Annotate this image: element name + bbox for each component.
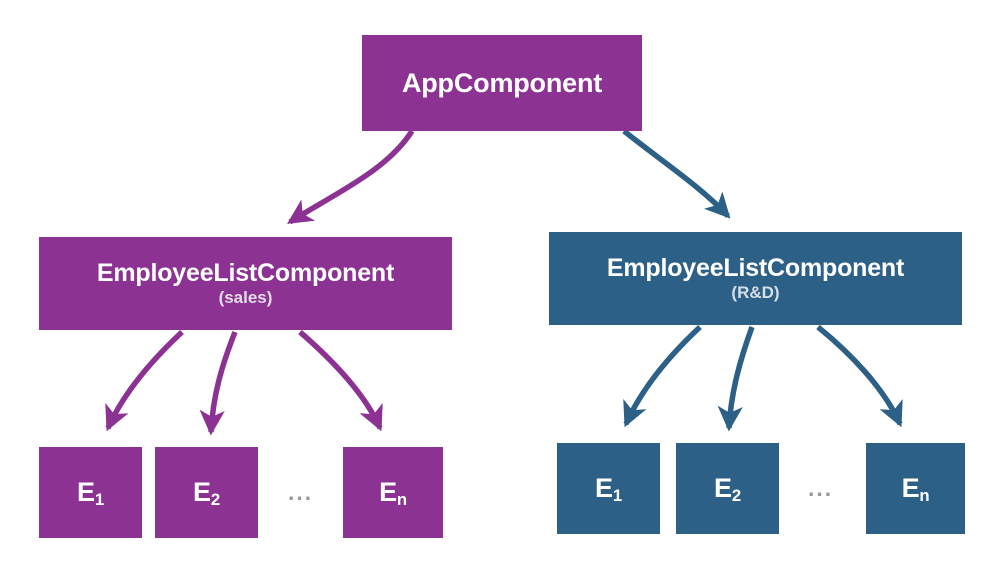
node-sales-employee-n[interactable]: En <box>343 447 443 538</box>
node-rnd-employee-n-label: En <box>901 473 930 506</box>
sales-ellipsis: ... <box>288 479 314 505</box>
edge-sales-to-e2 <box>199 330 238 436</box>
node-app-component[interactable]: AppComponent <box>362 35 642 131</box>
node-sales-employee-n-label: En <box>379 477 407 510</box>
node-rnd-employee-n[interactable]: En <box>866 443 965 534</box>
node-sales-employee-1-label: E1 <box>77 477 104 510</box>
node-employee-list-sales-label: EmployeeListComponent <box>96 259 395 288</box>
edge-sales-to-e1 <box>105 329 184 432</box>
rnd-ellipsis: ... <box>808 475 834 501</box>
node-sales-employee-1[interactable]: E1 <box>39 447 142 538</box>
node-rnd-employee-2-label: E2 <box>714 473 741 506</box>
edge-rnd-to-en <box>816 324 903 428</box>
edge-sales-to-en <box>298 329 383 432</box>
node-rnd-employee-2[interactable]: E2 <box>676 443 779 534</box>
node-sales-employee-2-label: E2 <box>193 477 220 510</box>
edge-rnd-to-e1 <box>623 324 702 428</box>
node-rnd-employee-1-label: E1 <box>595 473 622 506</box>
node-employee-list-rnd[interactable]: EmployeeListComponent (R&D) <box>549 232 962 325</box>
node-rnd-employee-1[interactable]: E1 <box>557 443 660 534</box>
node-employee-list-sales[interactable]: EmployeeListComponent (sales) <box>39 237 452 330</box>
node-employee-list-rnd-sublabel: (R&D) <box>731 283 780 303</box>
edge-app-to-rnd <box>622 128 731 219</box>
edge-app-to-sales <box>287 129 415 225</box>
node-sales-employee-2[interactable]: E2 <box>155 447 258 538</box>
node-app-component-label: AppComponent <box>401 67 603 98</box>
node-employee-list-sales-sublabel: (sales) <box>218 288 273 308</box>
node-employee-list-rnd-label: EmployeeListComponent <box>606 254 905 283</box>
edge-rnd-to-e2 <box>717 326 755 432</box>
